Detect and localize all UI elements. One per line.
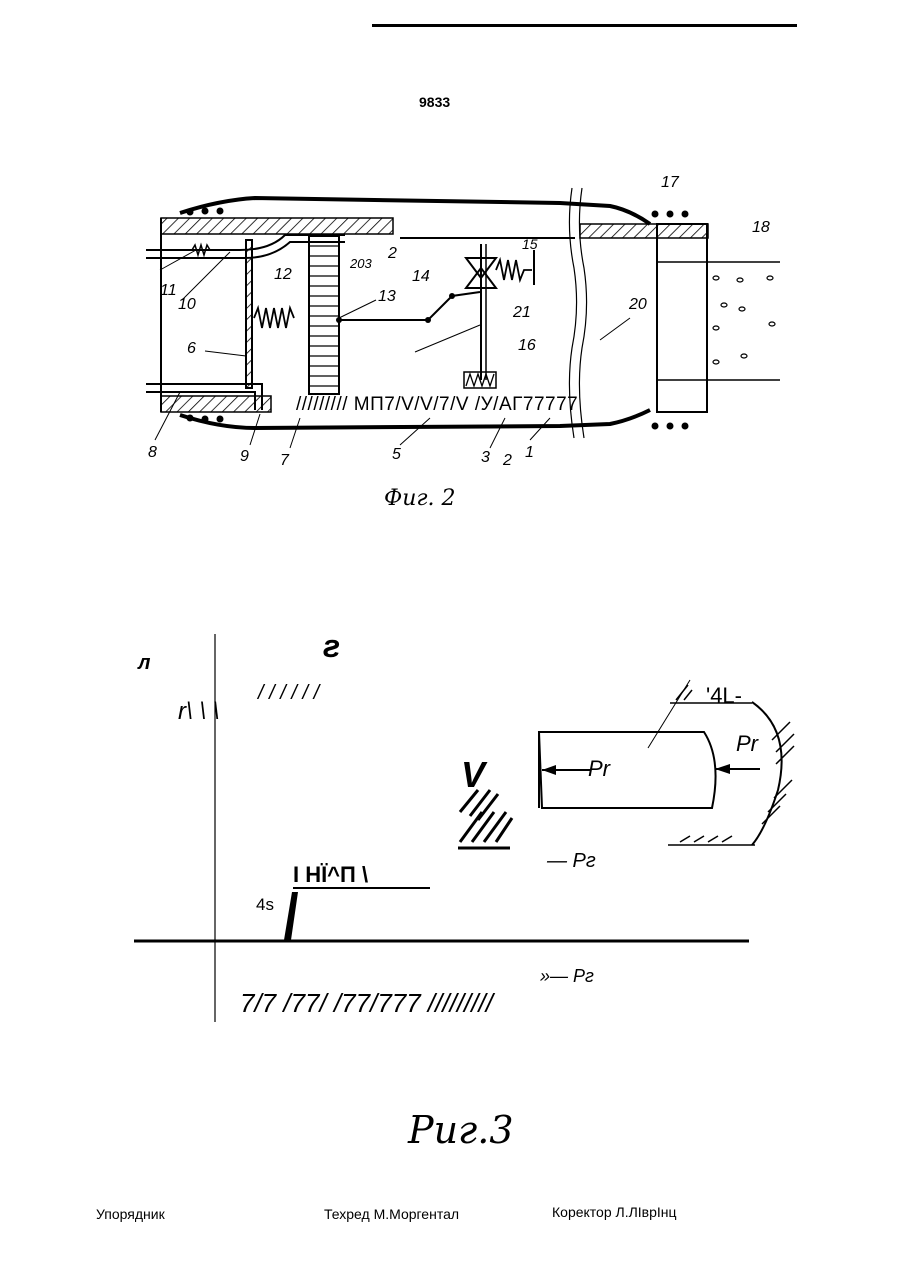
fig3-pr-outer: Pr [736, 731, 758, 757]
fig3-pr-inner: Pr [588, 756, 610, 782]
fig3-label-l: л [138, 652, 150, 675]
fig3-label-g: г [323, 628, 340, 665]
footer-corrector: Коректор Л.ЛІврІнц [552, 1204, 677, 1220]
fig3-label-v: V [461, 754, 485, 796]
footer-techred: Техред М.Моргентал [324, 1206, 459, 1222]
fig3-pg-bottom: »— Pг [540, 966, 594, 987]
fig3-slashes-top: / / / / / / [258, 682, 319, 705]
fig3-four-l: '4L- [706, 683, 742, 709]
footer-compiler: Упорядник [96, 1206, 165, 1222]
fig3-four-s: 4s [256, 895, 274, 915]
figure-3-caption: Риг.3 [408, 1108, 514, 1152]
fig3-beam-text: I НЇ^П \ [293, 862, 368, 888]
fig3-label-r: r\ \ \ [178, 698, 219, 726]
fig3-pg-right: — Pг [547, 850, 596, 873]
fig3-ground-hatch: 7/7 /77/ /77/777 ///////// [240, 988, 493, 1019]
